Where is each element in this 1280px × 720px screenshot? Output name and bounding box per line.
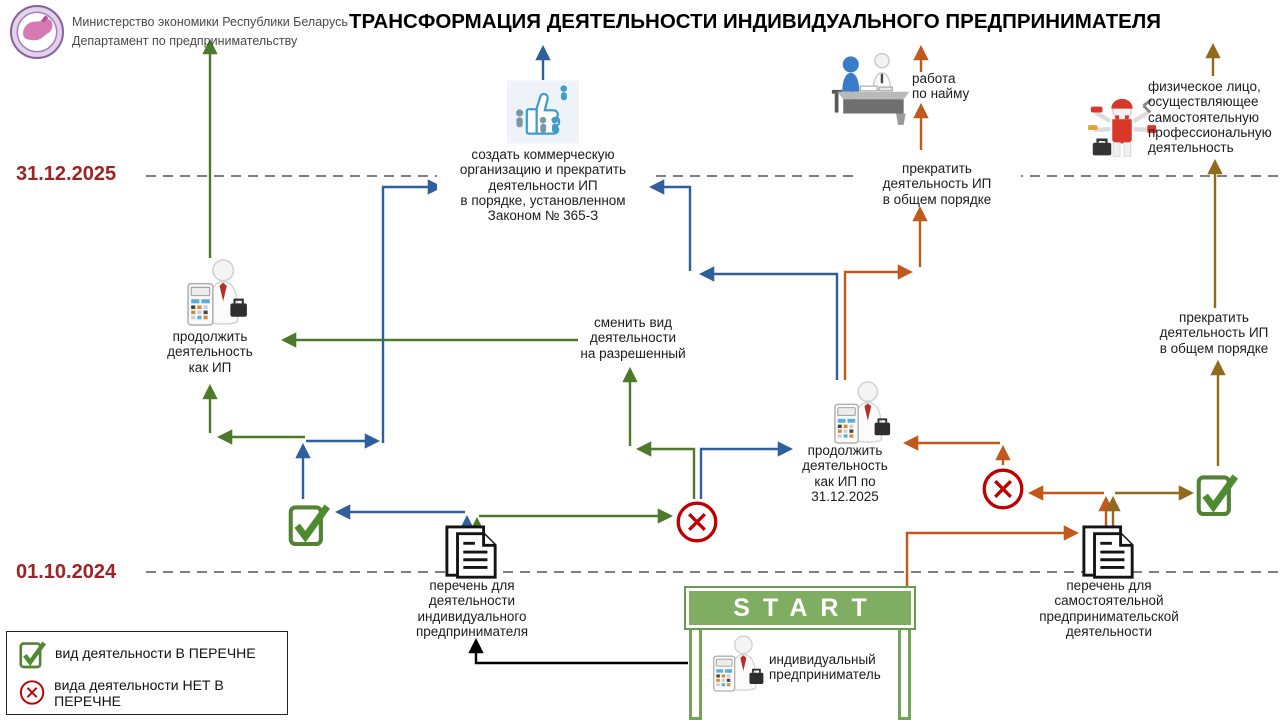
ministry-emblem-icon [9, 4, 64, 59]
legend-item-in-list: вид деятельности В ПЕРЕЧНЕ [19, 638, 287, 669]
ministry-logo [9, 4, 64, 64]
ministry-line2: Департамент по предпринимательству [72, 33, 298, 48]
start-banner-text: START [733, 593, 880, 622]
date-label-2025: 31.12.2025 [16, 163, 117, 185]
node-list-self: перечень для самостоятельной предпринима… [1039, 578, 1179, 639]
document-icon-list-ip [444, 524, 500, 582]
businessman-icon-continue-ip [186, 258, 250, 328]
thumbs-up-icon [507, 79, 579, 145]
self-employed-handyman-icon [1083, 92, 1161, 170]
checkbox-mark-left [288, 498, 330, 548]
x-mark-left [675, 500, 719, 544]
node-change-activity: сменить вид деятельности на разрешенный [580, 315, 686, 361]
green-arrows [202, 38, 696, 543]
orange-arrows [843, 44, 1114, 588]
page-title: ТРАНСФОРМАЦИЯ ДЕЯТЕЛЬНОСТИ ИНДИВИДУАЛЬНО… [349, 10, 1161, 33]
node-individual-pro: физическое лицо, осуществляющее самостоя… [1148, 79, 1272, 155]
date-label-2024: 01.10.2024 [16, 561, 117, 583]
node-stop-ip-right: прекратить деятельность ИП в общем поряд… [1159, 310, 1269, 356]
ministry-name: Министерство экономики Республики Белару… [72, 13, 392, 51]
legend-x-icon [19, 680, 45, 705]
node-stop-ip-center: прекратить деятельность ИП в общем поряд… [853, 161, 1021, 207]
businessman-icon-start [712, 634, 766, 694]
document-icon-list-self [1081, 524, 1137, 582]
checkbox-mark-right [1196, 468, 1238, 518]
legend-not-in-list-label: вида деятельности НЕТ В ПЕРЕЧНЕ [54, 676, 224, 709]
hired-work-icon [830, 50, 915, 126]
ministry-line1: Министерство экономики Республики Белару… [72, 15, 348, 29]
x-mark-right [981, 467, 1025, 511]
businessman-icon-continue-until [833, 381, 893, 445]
legend: вид деятельности В ПЕРЕЧНЕ вида деятельн… [6, 631, 288, 715]
node-hired-work: работа по найму [912, 71, 970, 102]
node-start-actor: индивидуальный предприниматель [769, 652, 881, 683]
node-list-ip: перечень для деятельности индивидуальног… [415, 578, 529, 639]
start-sign: START индивидуальный предприниматель [686, 586, 914, 720]
legend-checkbox-icon [19, 638, 46, 669]
black-arrow-start-to-list [468, 637, 688, 665]
node-create-org: создать коммерческую организацию и прекр… [437, 147, 649, 224]
start-banner: START [686, 588, 914, 628]
node-continue-ip: продолжить деятельность как ИП [167, 329, 253, 375]
legend-in-list-label: вид деятельности В ПЕРЕЧНЕ [55, 645, 256, 661]
node-continue-until: продолжить деятельность как ИП по 31.12.… [802, 443, 888, 504]
legend-item-not-in-list: вида деятельности НЕТ В ПЕРЕЧНЕ [19, 677, 287, 709]
